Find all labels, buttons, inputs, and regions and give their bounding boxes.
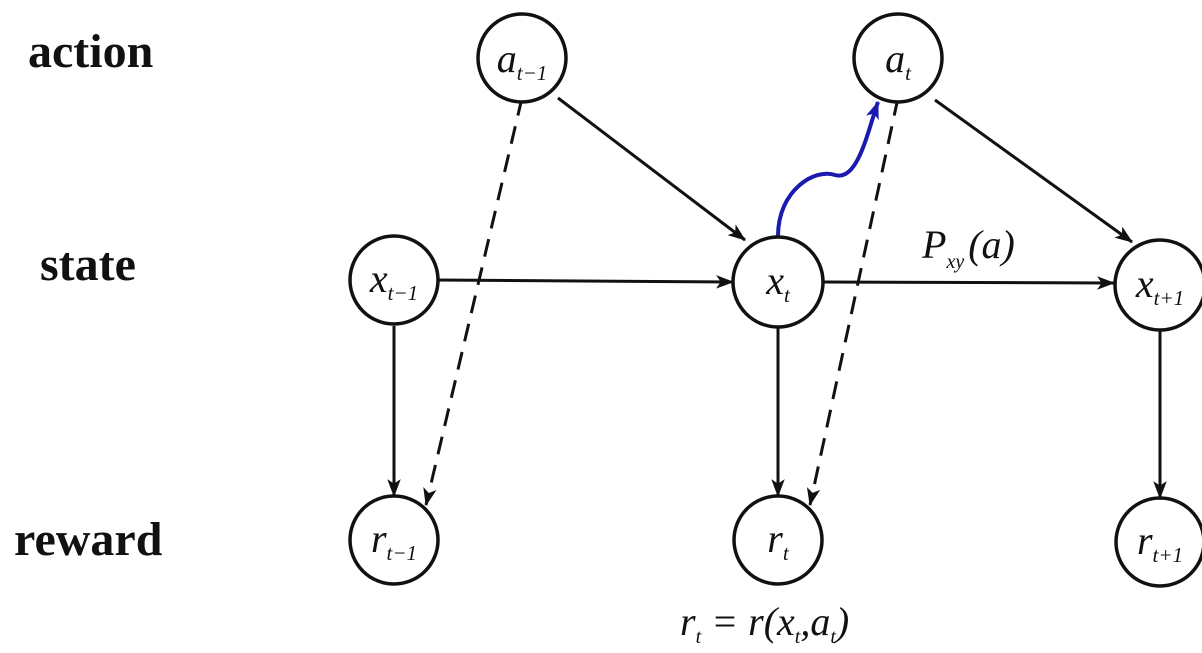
edge-a-prev-to-x-curr	[557, 96, 746, 242]
node-r-curr-base: r	[767, 516, 783, 561]
edge-x-curr-to-x-next	[823, 276, 1116, 290]
edges	[387, 96, 1167, 507]
node-r-curr: rt	[732, 494, 824, 586]
node-a-prev: at−1	[476, 12, 568, 104]
svg-text:xt: xt	[765, 258, 791, 307]
node-r-prev-sub: t−1	[387, 541, 418, 565]
node-x-next: xt+1	[1113, 238, 1202, 332]
transition-label-arg: (a)	[968, 222, 1015, 267]
node-x-curr: xt	[731, 235, 825, 329]
edge-a-prev-to-r-prev	[423, 97, 524, 507]
row-label-action: action	[28, 25, 153, 78]
edge-x-prev-to-x-curr	[436, 275, 735, 289]
reward-eq-lhs-base: r	[680, 599, 696, 644]
edge-a-curr-to-r-curr	[806, 97, 900, 507]
node-a-prev-base: a	[497, 36, 517, 81]
reward-equation: rt = r(xt,at)	[680, 599, 849, 648]
node-r-prev: rt−1	[348, 494, 440, 586]
reward-eq-close: )	[834, 599, 849, 644]
edge-policy-x-curr-to-a-curr	[776, 100, 880, 237]
node-x-next-sub: t+1	[1154, 286, 1185, 310]
svg-text:xt−1: xt−1	[369, 256, 418, 305]
node-a-curr-base: a	[885, 36, 905, 81]
node-x-prev-sub: t−1	[388, 281, 419, 305]
reward-eq-lhs-sub: t	[696, 626, 702, 648]
node-r-next-sub: t+1	[1153, 543, 1184, 567]
node-r-curr-sub: t	[783, 541, 790, 565]
node-x-prev-base: x	[369, 256, 388, 301]
node-x-prev: xt−1	[348, 234, 440, 326]
node-x-curr-base: x	[765, 258, 784, 303]
node-x-curr-sub: t	[784, 283, 791, 307]
node-a-curr: at	[852, 12, 944, 104]
svg-text:at−1: at−1	[497, 36, 548, 85]
reward-eq-middle: = r(x	[701, 599, 795, 644]
transition-label-base: P	[921, 222, 946, 267]
row-label-reward: reward	[14, 513, 163, 566]
reward-eq-a-sub: t	[830, 626, 836, 648]
node-r-next: rt+1	[1114, 496, 1202, 588]
svg-text:at: at	[885, 36, 912, 85]
reward-eq-comma: ,a	[800, 599, 830, 644]
edge-a-curr-to-x-next	[934, 98, 1133, 244]
node-a-prev-sub: t−1	[517, 61, 548, 85]
row-label-state: state	[40, 238, 136, 291]
node-x-next-base: x	[1135, 261, 1154, 306]
svg-text:rt+1: rt+1	[1137, 518, 1183, 567]
svg-text:xt+1: xt+1	[1135, 261, 1184, 310]
node-a-curr-sub: t	[905, 61, 912, 85]
node-r-next-base: r	[1137, 518, 1153, 563]
svg-text:rt−1: rt−1	[371, 516, 417, 565]
svg-text:rt: rt	[767, 516, 790, 565]
reward-eq-x-sub: t	[795, 626, 801, 648]
transition-label-sub: xy	[945, 251, 964, 273]
transition-label: Pxy(a)	[921, 222, 1015, 273]
node-r-prev-base: r	[371, 516, 387, 561]
